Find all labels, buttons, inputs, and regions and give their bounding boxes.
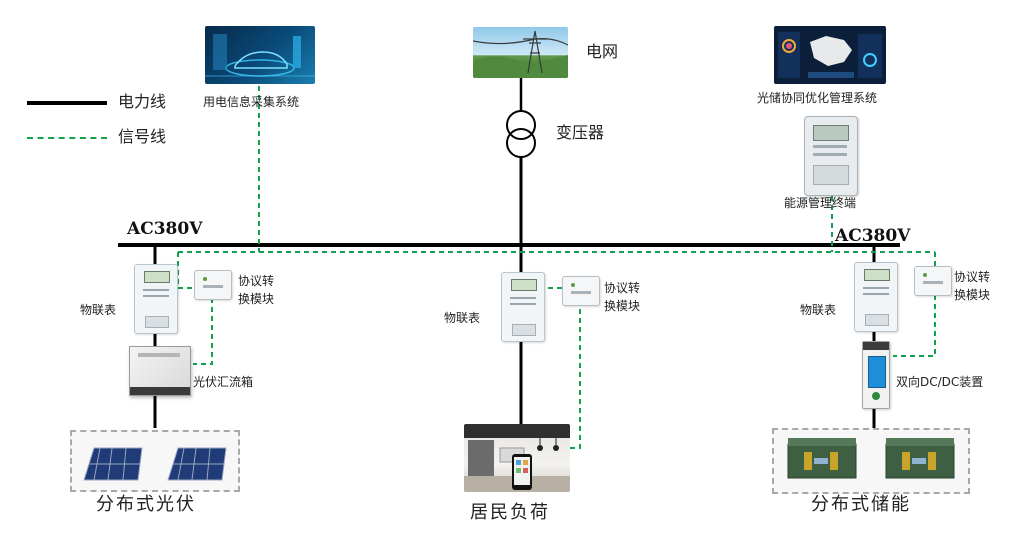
pv-storage-system-label: 光储协同优化管理系统 <box>757 91 878 105</box>
right-module-label: 协议转 换模块 <box>954 270 991 302</box>
grid-label: 电网 <box>586 42 619 61</box>
info-system-image <box>205 26 315 84</box>
storage-box <box>772 428 970 494</box>
left-meter-label: 物联表 <box>80 303 117 317</box>
right-protocol-module <box>914 266 952 296</box>
battery-pack-icon <box>885 438 955 479</box>
solar-panel-icon <box>83 447 143 481</box>
legend-signal-line-label: 信号线 <box>118 127 167 146</box>
grid-image <box>473 27 568 78</box>
pv-combiner-box <box>129 346 191 396</box>
legend-signal-line-swatch <box>27 137 107 139</box>
legend-power-line-swatch <box>27 101 107 105</box>
transformer-coil-lower <box>506 128 536 158</box>
energy-terminal-image <box>804 116 858 196</box>
distributed-pv-label: 分布式光伏 <box>96 494 196 515</box>
middle-module-label: 协议转 换模块 <box>604 281 641 313</box>
middle-protocol-module <box>562 276 600 306</box>
signal-left-module-to-combiner <box>193 298 213 365</box>
residential-load-image <box>464 424 570 492</box>
pv-storage-system-image <box>774 26 886 84</box>
left-module-label: 协议转 换模块 <box>238 274 275 306</box>
signal-middle-module-down <box>570 300 581 449</box>
residential-load-label: 居民负荷 <box>470 502 550 523</box>
middle-iot-meter <box>501 272 545 342</box>
energy-terminal-label: 能源管理终端 <box>784 196 857 210</box>
info-system-label: 用电信息采集系统 <box>203 95 300 109</box>
pv-combiner-label: 光伏汇流箱 <box>193 375 254 389</box>
bus-voltage-right: AC380V <box>835 226 911 246</box>
right-iot-meter <box>854 262 898 332</box>
solar-panel-icon <box>167 447 227 481</box>
signal-right-module-down <box>893 295 936 357</box>
battery-pack-icon <box>787 438 857 479</box>
distributed-storage-label: 分布式储能 <box>811 494 911 515</box>
transformer-label: 变压器 <box>556 123 605 142</box>
left-iot-meter <box>134 264 178 334</box>
legend-power-line-label: 电力线 <box>118 92 167 111</box>
dcdc-device-label: 双向DC/DC装置 <box>896 375 984 389</box>
middle-meter-label: 物联表 <box>444 311 481 325</box>
left-protocol-module <box>194 270 232 300</box>
bidirectional-dcdc-device <box>862 341 890 409</box>
right-meter-label: 物联表 <box>800 303 837 317</box>
pv-panels-box <box>70 430 240 492</box>
signal-left-meter-link <box>177 252 194 289</box>
bus-voltage-left: AC380V <box>127 219 203 239</box>
